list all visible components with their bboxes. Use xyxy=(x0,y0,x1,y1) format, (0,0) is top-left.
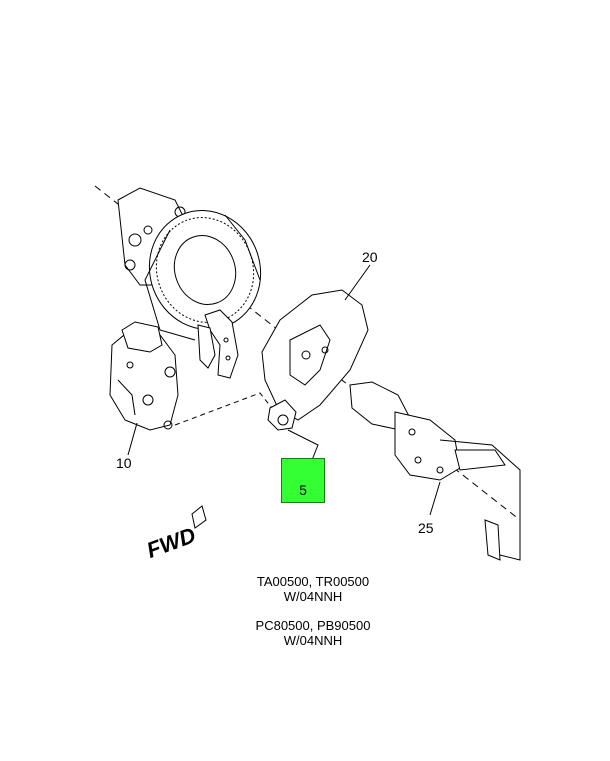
leader-20 xyxy=(344,264,371,301)
leader-25 xyxy=(429,481,441,516)
callout-5: 5 xyxy=(299,482,307,498)
highlight-callout-5[interactable]: 5 xyxy=(281,458,325,503)
note-1-line-2: W/04NNH xyxy=(283,589,343,604)
note-1-line-1: TA00500, TR00500 xyxy=(256,574,370,589)
anchor-bracket xyxy=(267,399,297,431)
spindle-axle xyxy=(349,381,521,561)
applicability-note-1: TA00500, TR00500 W/04NNH xyxy=(0,574,610,604)
brake-pads xyxy=(197,309,239,379)
dust-shield xyxy=(261,289,369,421)
hub-rotor xyxy=(117,187,262,341)
callout-20: 20 xyxy=(362,249,378,265)
fwd-label: FWD xyxy=(143,522,199,563)
callout-10: 10 xyxy=(116,455,132,471)
fwd-arrow-icon xyxy=(191,505,207,529)
note-2-line-2: W/04NNH xyxy=(283,633,343,648)
caliper-leader xyxy=(174,392,276,426)
note-2-line-1: PC80500, PB90500 xyxy=(255,618,371,633)
caliper xyxy=(109,321,179,431)
leader-5 xyxy=(287,429,319,461)
leader-10 xyxy=(127,422,138,456)
callout-25: 25 xyxy=(418,520,434,536)
applicability-note-2: PC80500, PB90500 W/04NNH xyxy=(0,618,610,648)
